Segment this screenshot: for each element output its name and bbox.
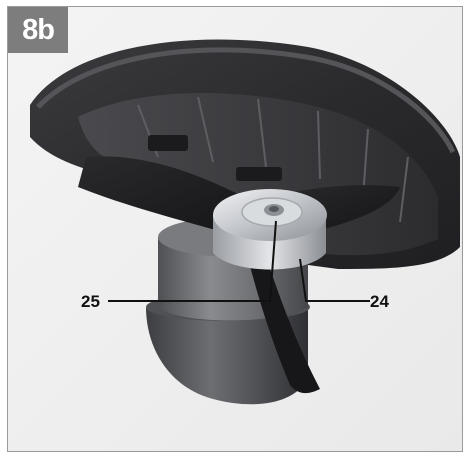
figure-badge: 8b [8,7,68,53]
leader-line-24 [299,258,370,302]
callout-label-25: 25 [81,292,100,311]
trimmer-head-photo [8,7,462,451]
hub-cap [213,189,327,270]
guard-rim [36,47,456,154]
figure-8b: 8b 25 24 [7,6,463,452]
leader-line-25 [108,220,277,302]
guard-slot-2 [236,167,282,181]
callout-label-24: 24 [370,292,389,311]
guard-ribs [137,96,409,223]
guard-slot [148,135,188,151]
motor-housing-lower [146,307,308,405]
